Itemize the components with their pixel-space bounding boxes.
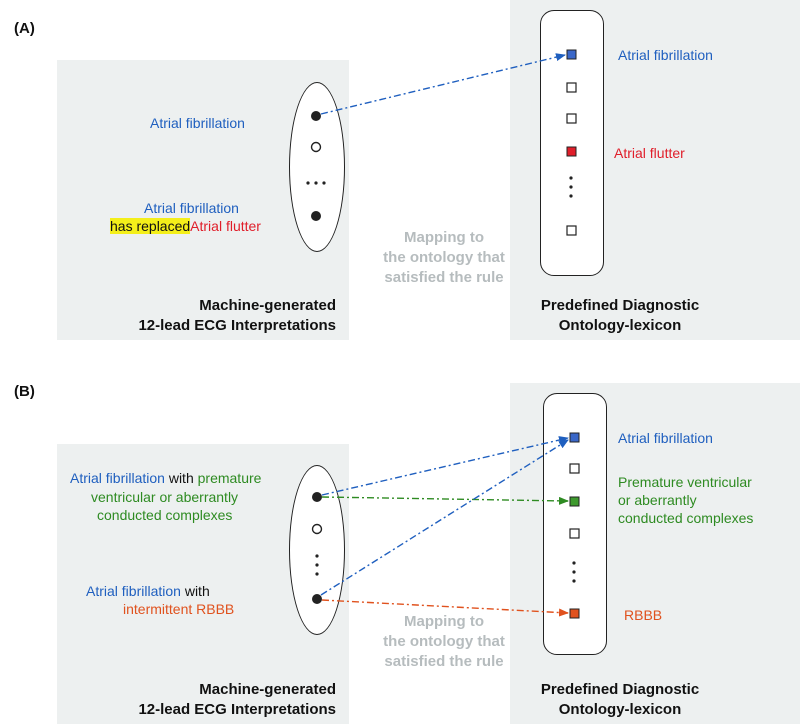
panel-b-left-item-1-line2: ventricular or aberrantly (91, 489, 239, 505)
panel-a-square-atrial-flutter (566, 146, 577, 157)
panel-b-square-2 (569, 463, 580, 474)
with-text: with (184, 583, 210, 599)
panel-a-node-ellipsis (306, 181, 326, 185)
panel-a-left-item-2-line1: Atrial fibrillation (144, 200, 239, 216)
panel-b-square-premature (569, 496, 580, 507)
panel-a-right-caption-line1: Predefined Diagnostic (540, 297, 700, 314)
panel-b-square-atrial-fibrillation (569, 432, 580, 443)
panel-b-mapping-line3: satisfied the rule (384, 653, 504, 670)
panel-a-right-item-1: Atrial fibrillation (618, 47, 713, 63)
panel-b-left-caption-line2: 12-lead ECG Interpretations (138, 701, 336, 718)
with-text: with (168, 470, 194, 486)
panel-b-left-item-2-line1: Atrial fibrillation with (86, 582, 210, 600)
panel-b-right-caption-line1: Predefined Diagnostic (540, 681, 700, 698)
highlight-text: has replaced (110, 218, 191, 234)
panel-b-arrow-af-1 (321, 436, 569, 496)
panel-b-arrow-af-2 (320, 439, 569, 596)
panel-a-square-last (566, 225, 577, 236)
panel-b-right-caption-line2: Ontology-lexicon (558, 701, 682, 718)
premature-text: premature (197, 470, 262, 486)
panel-b-right-item-1: Atrial fibrillation (618, 430, 713, 446)
panel-a-arrow-af (320, 53, 566, 115)
panel-b-left-caption-line1: Machine-generated (199, 681, 336, 698)
atrial-fibrillation-text: Atrial fibrillation (86, 583, 181, 599)
panel-a-left-item-1: Atrial fibrillation (150, 115, 245, 131)
panel-a-node-open (310, 141, 322, 153)
panel-a-left-caption-line1: Machine-generated (199, 297, 336, 314)
panel-b-node-filled-2 (312, 594, 322, 604)
panel-b-left-item-1-line1: Atrial fibrillation with premature (70, 469, 261, 487)
panel-a-mapping-line3: satisfied the rule (384, 269, 504, 286)
panel-a-left-caption-line2: 12-lead ECG Interpretations (138, 317, 336, 334)
panel-a-square-atrial-fibrillation (566, 49, 577, 60)
panel-b-left-item-2-line2: intermittent RBBB (123, 601, 235, 617)
panel-b-node-open (311, 523, 323, 535)
panel-b-arrow-premature (321, 496, 569, 505)
panel-b-mapping-line2: the ontology that (383, 633, 505, 650)
panel-b-square-4 (569, 528, 580, 539)
panel-b-label: (B) (14, 383, 35, 400)
panel-a-lexicon-ellipsis (569, 176, 573, 198)
panel-a-square-3 (566, 113, 577, 124)
panel-a-mapping-line1: Mapping to (404, 229, 484, 246)
panel-a-label: (A) (14, 20, 35, 37)
panel-a-node-filled-1 (311, 111, 321, 121)
atrial-fibrillation-text: Atrial fibrillation (70, 470, 165, 486)
panel-b-node-filled-1 (312, 492, 322, 502)
panel-b-right-item-3: RBBB (624, 607, 663, 623)
panel-b-square-rbbb (569, 608, 580, 619)
panel-b-node-ellipsis (315, 554, 319, 576)
panel-a-right-item-2: Atrial flutter (614, 145, 685, 161)
atrial-flutter-text: Atrial flutter (190, 218, 261, 234)
panel-a-left-item-2-line2: has replacedAtrial flutter (110, 217, 261, 235)
panel-b-arrow-rbbb (321, 599, 569, 617)
panel-b-mapping-line1: Mapping to (404, 613, 484, 630)
panel-b-right-item-2-line3: conducted complexes (618, 510, 754, 526)
panel-b-left-item-1-line3: conducted complexes (97, 507, 233, 523)
panel-a-mapping-line2: the ontology that (383, 249, 505, 266)
panel-b-lexicon-ellipsis (572, 561, 576, 583)
panel-b-right-item-2-line2: or aberrantly (618, 492, 697, 508)
panel-a-node-filled-2 (311, 211, 321, 221)
panel-b-right-item-2-line1: Premature ventricular (618, 474, 752, 490)
panel-a-right-caption-line2: Ontology-lexicon (558, 317, 682, 334)
panel-a-square-2 (566, 82, 577, 93)
